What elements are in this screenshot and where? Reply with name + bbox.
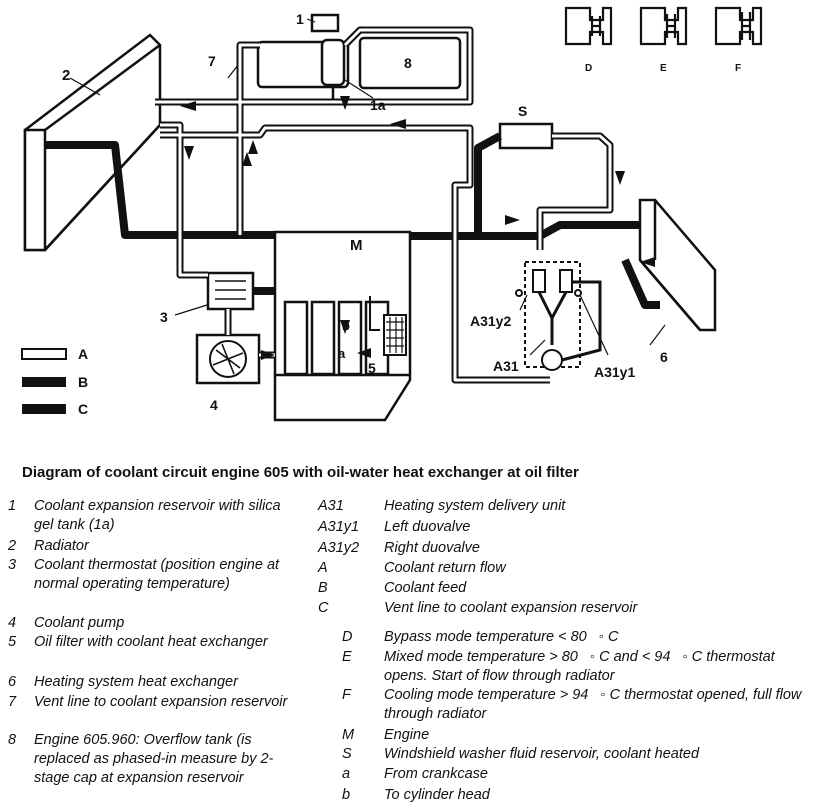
mode-f-icon [714,6,763,46]
legend-num: E [342,649,352,665]
expansion-reservoir [256,13,350,100]
label-d: D [585,63,592,74]
legend-num: S [342,746,352,762]
overflow-tank [358,36,462,90]
legend-num: C [318,600,329,616]
label-5: 5 [368,360,376,376]
label-a31: A31 [493,358,519,374]
legend-num: 6 [8,674,17,690]
legend-num: B [318,580,328,596]
label-3: 3 [160,309,168,325]
flow-arrows [180,96,655,360]
label-a31y1: A31y1 [594,364,635,380]
legend-num: 1 [8,498,17,514]
diagram-caption: Diagram of coolant circuit engine 605 wi… [22,464,579,481]
label-b: b [342,318,350,333]
legend-text: Vent line to coolant expansion reservoir [384,600,638,616]
legend-num: A [318,560,328,576]
washer-fluid-reservoir [498,122,554,150]
leader-lines [69,18,666,356]
legend-text: Coolant return flow [384,560,506,576]
legend-text: Mixed mode temperature > 80 ◦ C and < 94… [384,649,775,684]
coolant-circuit-diagram: 1 1a 2 3 4 5 6 7 8 M S A31 A31y1 A31y2 a… [21,6,763,422]
legend-text: Heating system heat exchanger [34,674,238,690]
legend-num: 3 [8,557,17,573]
thermostat [206,271,255,311]
label-8: 8 [404,55,412,71]
label-a31y2: A31y2 [470,313,511,329]
label-6: 6 [660,349,668,365]
legend-text: Engine [384,727,430,743]
legend-text: Windshield washer fluid reservoir, coola… [384,746,700,762]
label-a: a [338,346,346,361]
label-2: 2 [62,67,70,84]
thermostat-mode-icons [564,6,763,46]
legend-right: A31 Heating system delivery unit A31y1 L… [318,497,818,807]
legend-text: Coolant feed [384,580,467,596]
legend-left: 1 Coolant expansion reservoir with silic… [8,497,308,807]
label-1: 1 [296,11,304,27]
legend-num: A31 [318,498,344,514]
legend-text: Bypass mode temperature < 80 ◦ C [384,629,619,645]
legend-text: Coolant expansion reservoir with silica … [34,498,281,533]
key-label-a: A [78,346,88,362]
legend-text: Right duovalve [384,540,480,556]
legend-num: F [342,687,351,703]
legend-num: 4 [8,615,17,631]
legend-text: Vent line to coolant expansion reservoir [34,694,288,710]
legend-text: Engine 605.960: Overflow tank (is replac… [34,732,274,786]
legend-text: Radiator [34,538,89,554]
label-m: M [350,237,363,254]
heating-heat-exchanger [638,198,717,332]
legend-text: Left duovalve [384,519,471,535]
return-lines-inner [155,28,612,382]
legend-num: b [342,787,351,803]
legend-num: 2 [8,538,17,554]
legend-num: 5 [8,634,17,650]
label-7: 7 [208,53,216,69]
line-type-key [21,348,67,414]
legend-text: Coolant pump [34,615,125,631]
coolant-pump [195,333,261,385]
legend-text: From crankcase [384,766,488,782]
key-swatch-b [22,377,66,387]
feed-lines [45,132,660,309]
key-swatch-c [22,404,66,414]
legend-text: Oil filter with coolant heat exchanger [34,634,268,650]
label-e: E [660,63,667,74]
label-f: F [735,63,741,74]
key-label-b: B [78,374,88,390]
legend-num: D [342,629,353,645]
legend-num: A31y2 [318,540,360,556]
legend-text: Cooling mode temperature > 94 ◦ C thermo… [384,687,802,722]
legend-text: To cylinder head [384,787,490,803]
key-label-c: C [78,401,88,417]
key-swatch-a [21,348,67,360]
mode-d-icon [564,6,613,46]
heating-delivery-unit [515,261,602,371]
legend-num: 8 [8,732,17,748]
label-s: S [518,103,527,119]
label-1a: 1a [370,97,386,113]
legend-num: M [342,727,355,743]
legend-num: a [342,766,351,782]
legend-text: Heating system delivery unit [384,498,566,514]
mode-e-icon [639,6,688,46]
label-4: 4 [210,397,218,413]
legend-num: A31y1 [318,519,360,535]
legend-text: Coolant thermostat (position engine at n… [34,557,280,592]
legend-num: 7 [8,694,17,710]
oil-filter [369,296,407,356]
